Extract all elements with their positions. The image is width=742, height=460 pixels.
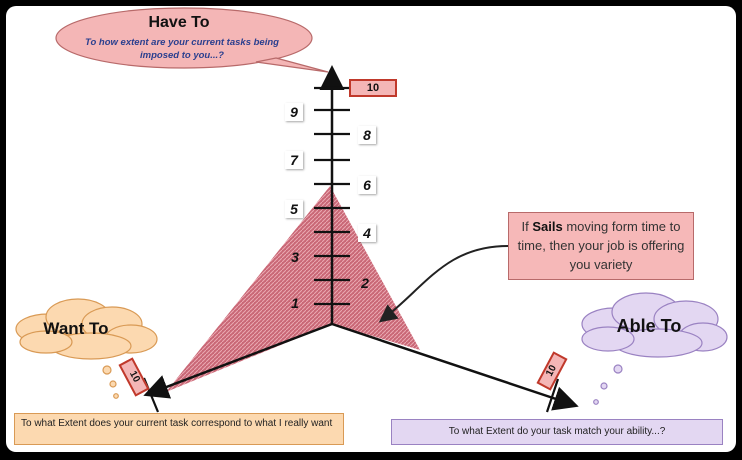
able-to-cloud <box>581 292 728 405</box>
tick-label-2: 2 <box>361 275 369 291</box>
tick-label-3: 3 <box>291 249 299 265</box>
diagram-graphics <box>15 7 728 413</box>
tick-label-5: 5 <box>285 200 303 218</box>
have-to-title: Have To <box>148 14 210 31</box>
callout-arrow <box>378 245 509 323</box>
able-to-axis <box>331 322 579 411</box>
tick-label-4: 4 <box>358 224 376 242</box>
want-to-title: Want To <box>43 319 109 338</box>
tick-label-1: 1 <box>291 295 299 311</box>
able-to-max-tick <box>545 378 560 413</box>
tick-label-9: 9 <box>285 103 303 121</box>
have-to-bubble <box>55 7 329 73</box>
want-to-axis <box>143 322 333 399</box>
have-to-ticks <box>314 86 350 306</box>
callout-suffix: moving form time to time, then your job … <box>517 219 685 272</box>
have-to-question: To how extent are your current tasks bei… <box>85 37 279 61</box>
have-to-max-label: 10 <box>349 79 397 97</box>
able-to-question: To what Extent do your task match your a… <box>391 419 723 445</box>
able-to-title: Able To <box>616 316 682 336</box>
callout-bold: Sails <box>532 219 563 234</box>
callout-prefix: If <box>521 219 533 234</box>
sail-area <box>166 186 420 392</box>
want-to-question: To what Extent does your current task co… <box>14 413 344 445</box>
tick-label-6: 6 <box>358 176 376 194</box>
tick-label-8: 8 <box>358 126 376 144</box>
want-to-cloud <box>15 298 158 399</box>
tick-label-7: 7 <box>285 151 303 169</box>
variety-callout: If Sails moving form time to time, then … <box>508 212 694 280</box>
diagram-canvas: Have To To how extent are your current t… <box>6 6 736 452</box>
